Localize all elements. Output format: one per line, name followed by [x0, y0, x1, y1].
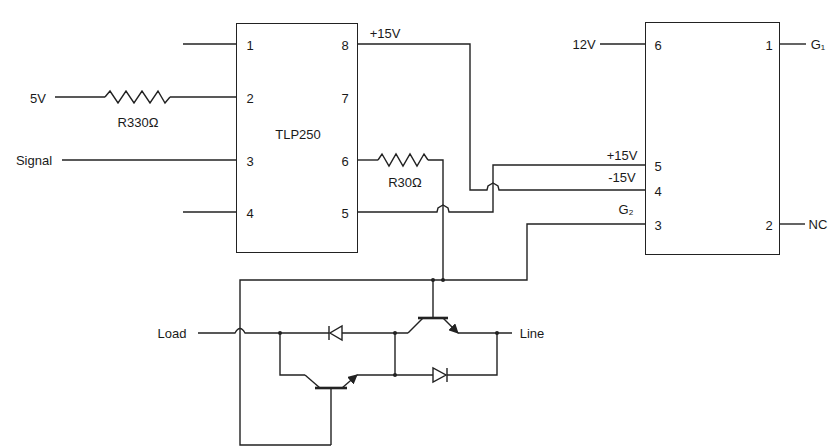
transistor-symbol [342, 375, 357, 388]
supply-label: -15V [606, 171, 637, 184]
diode-symbol [328, 326, 329, 340]
pin-number: 1 [246, 39, 253, 52]
pin6-wire [358, 159, 378, 160]
diode-symbol [330, 326, 342, 340]
supply-label: +15V [368, 27, 403, 40]
part-name: TLP250 [275, 128, 321, 141]
pin-number: 2 [246, 92, 253, 105]
branch-wire [394, 333, 395, 375]
resistor-symbol [378, 154, 428, 166]
supply-label: 12V [570, 38, 597, 51]
supply-label: 5V [28, 92, 48, 105]
connector-wire [358, 165, 645, 212]
resistor-symbol [105, 91, 170, 103]
supply-label: +15V [605, 149, 640, 162]
pin-number: 4 [654, 185, 661, 198]
terminal-label: Load [156, 327, 189, 340]
junction-dot [495, 331, 499, 335]
optocoupler-box: 1 2 3 4 TLP250 8 7 6 5 [236, 23, 358, 253]
transistor-symbol [408, 318, 423, 333]
pin-number: 1 [765, 39, 772, 52]
pin-number: 6 [341, 155, 348, 168]
terminal-label: Line [518, 327, 547, 340]
output-wire [780, 43, 806, 44]
branch-wire [447, 333, 497, 375]
signal-wire [62, 159, 236, 160]
driver-module-box: 6 5 4 3 1 2 [645, 22, 780, 255]
resistor-label: R30Ω [386, 176, 424, 189]
line-wire [458, 332, 512, 333]
junction-dot [278, 331, 282, 335]
branch-wire [280, 333, 305, 375]
diode-symbol [433, 368, 446, 382]
pin2-wire [170, 96, 236, 97]
transistor-symbol [443, 318, 458, 333]
junction-dot [431, 278, 435, 282]
load-wire [342, 332, 408, 333]
pin4-wire [183, 211, 236, 212]
transistor-symbol [305, 375, 320, 388]
base-wire [432, 280, 433, 318]
pin-number: 2 [765, 219, 772, 232]
gate-wire [428, 160, 443, 280]
pin-number: 4 [246, 207, 253, 220]
connector-wire [358, 44, 645, 190]
supply-wire [55, 96, 105, 97]
pin-number: 3 [246, 155, 253, 168]
junction-dot [393, 331, 397, 335]
signal-label: Signal [14, 154, 54, 167]
pin-number: 6 [654, 39, 661, 52]
pin-number: 8 [341, 39, 348, 52]
output-wire [780, 223, 805, 224]
pin-number: 3 [654, 219, 661, 232]
load-wire [198, 329, 329, 334]
resistor-label: R330Ω [116, 116, 161, 129]
pin-label: NC [807, 218, 830, 231]
pin-number: 5 [654, 160, 661, 173]
gate-label: G₁ [809, 38, 828, 51]
base-wire [330, 388, 331, 445]
g2-wire [240, 224, 645, 445]
junction-dot [441, 278, 445, 282]
pin1-wire [183, 43, 236, 44]
supply-wire [600, 43, 645, 44]
junction-dot [393, 373, 397, 377]
gate-label: G₂ [616, 203, 635, 216]
pin-number: 5 [341, 207, 348, 220]
pin-number: 7 [341, 92, 348, 105]
